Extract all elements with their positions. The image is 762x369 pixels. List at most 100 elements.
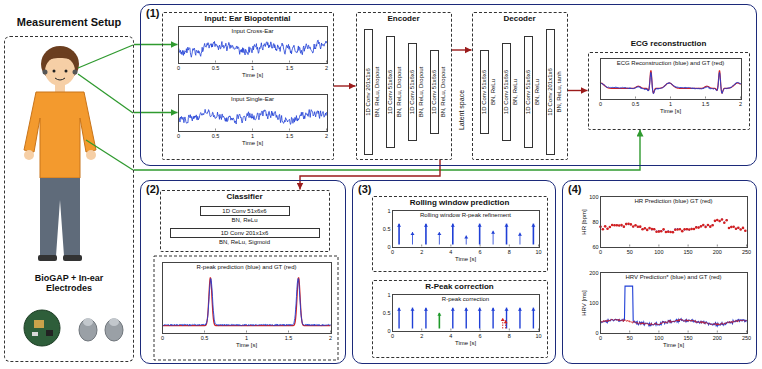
plot-axes: Input Single-EarTime [s]00.511.52 bbox=[178, 94, 328, 132]
data-point bbox=[607, 228, 609, 230]
chip bbox=[32, 332, 38, 336]
stem-head bbox=[504, 320, 508, 323]
box-heading: Encoder bbox=[357, 14, 451, 23]
data-point bbox=[737, 226, 740, 229]
tick-label: 1 bbox=[245, 335, 248, 341]
tick-mark bbox=[215, 129, 216, 131]
tick-mark bbox=[629, 245, 630, 247]
data-point bbox=[637, 225, 640, 228]
data-point bbox=[745, 230, 747, 232]
data-point bbox=[670, 231, 672, 233]
data-point bbox=[653, 228, 656, 231]
stem-head bbox=[411, 308, 415, 311]
tick-label: 150 bbox=[684, 335, 693, 341]
data-point bbox=[656, 231, 658, 233]
box-heading: Decoder bbox=[473, 14, 567, 23]
stem bbox=[425, 224, 427, 245]
data-point bbox=[728, 227, 731, 230]
signal-trace bbox=[179, 40, 327, 57]
tick-mark bbox=[670, 97, 671, 99]
connector-arrow bbox=[568, 90, 588, 91]
data-point bbox=[658, 230, 661, 233]
data-point bbox=[611, 224, 614, 227]
data-point bbox=[738, 227, 740, 229]
stem-head bbox=[424, 224, 428, 227]
layer-box: 1D Conv 51x6x6BN, ReLu bbox=[200, 206, 290, 216]
layer-label: 1D Conv 51x6x6 bbox=[525, 69, 532, 113]
axis-label: HRV [ms] bbox=[580, 290, 587, 316]
tick-label: 2 bbox=[325, 133, 328, 139]
data-point bbox=[602, 228, 605, 231]
axis-label: Time [s] bbox=[660, 108, 681, 115]
data-point bbox=[609, 226, 611, 228]
data-point bbox=[721, 218, 724, 221]
data-point bbox=[740, 229, 742, 231]
signal-leads bbox=[78, 45, 133, 170]
layer-box: 1D Conv 51x6x6BN, ReLu, Dropout bbox=[430, 50, 439, 134]
device-photos bbox=[24, 310, 123, 346]
plot-frame bbox=[154, 256, 338, 360]
tick-label: 4 bbox=[449, 249, 452, 255]
signal-trace bbox=[179, 109, 327, 124]
data-point bbox=[644, 228, 646, 230]
data-point bbox=[693, 228, 696, 231]
data-point bbox=[665, 231, 667, 233]
box-heading: R-Peak correction bbox=[373, 282, 547, 291]
tick-label: 1 bbox=[251, 65, 254, 71]
tick-mark bbox=[629, 331, 630, 333]
stem-head bbox=[464, 308, 468, 311]
data-point bbox=[735, 228, 737, 230]
data-point bbox=[630, 223, 633, 226]
group-box: Input: Ear BiopotentialInput Cross-EarTi… bbox=[162, 12, 334, 160]
axis-label: Time [s] bbox=[455, 256, 476, 263]
tick-label: 0.5 bbox=[201, 335, 209, 341]
tick-mark bbox=[688, 331, 689, 333]
data-point bbox=[606, 227, 609, 230]
data-point bbox=[730, 226, 733, 229]
tick-label: 0.5 bbox=[212, 133, 220, 139]
tick-label: 10 bbox=[535, 333, 541, 339]
tick-label: 0 bbox=[387, 327, 390, 333]
data-point bbox=[641, 228, 644, 231]
plot-content bbox=[601, 70, 741, 98]
panel-box: (4)HR Prediction (blue) GT (red)HR [bpm]… bbox=[562, 180, 757, 364]
tick-label: 6 bbox=[479, 249, 482, 255]
tick-label: 1 bbox=[387, 207, 390, 213]
ear-electrode bbox=[43, 70, 48, 75]
tick-label: 2 bbox=[739, 101, 742, 107]
panel-number: (4) bbox=[568, 183, 581, 196]
shirt bbox=[24, 92, 96, 178]
operation-label: BN, ReLu, tanh bbox=[556, 71, 563, 112]
panel-number: (1) bbox=[146, 7, 159, 20]
panel-box: (2)Classifier1D Conv 51x6x6BN, ReLu1D Co… bbox=[140, 180, 346, 364]
data-point bbox=[651, 228, 654, 231]
tick-label: 50 bbox=[627, 335, 633, 341]
tick-label: 1.5 bbox=[286, 65, 294, 71]
plot-content bbox=[599, 218, 746, 246]
tick-label: 60 bbox=[592, 243, 598, 249]
data-point bbox=[618, 225, 620, 227]
data-point bbox=[609, 226, 612, 229]
stem bbox=[452, 224, 454, 245]
stem bbox=[533, 224, 535, 245]
data-point bbox=[648, 227, 651, 230]
tick-mark bbox=[215, 61, 216, 63]
plot-content bbox=[393, 224, 539, 247]
person-illustration bbox=[24, 46, 96, 261]
data-point bbox=[665, 231, 668, 234]
tick-label: 2 bbox=[420, 333, 423, 339]
signal-trace bbox=[601, 72, 741, 93]
data-point bbox=[602, 228, 604, 230]
tick-label: 100 bbox=[589, 193, 598, 199]
lead-line bbox=[86, 140, 133, 170]
plot-title: R-peak prediction (blue) and GT (red) bbox=[163, 264, 331, 271]
layer-label: 1D Conv 51x6x6 bbox=[222, 207, 266, 214]
tick-mark bbox=[252, 61, 253, 63]
operation-label: BN, ReLu, Dropout bbox=[374, 66, 381, 117]
panel-box: (1)Input: Ear BiopotentialInput Cross-Ea… bbox=[140, 4, 757, 166]
tick-label: 1.5 bbox=[286, 133, 294, 139]
data-point bbox=[637, 226, 639, 228]
axis-label: Time [s] bbox=[236, 342, 257, 349]
stem bbox=[533, 308, 534, 329]
plot-title: Input Cross-Ear bbox=[179, 28, 327, 35]
